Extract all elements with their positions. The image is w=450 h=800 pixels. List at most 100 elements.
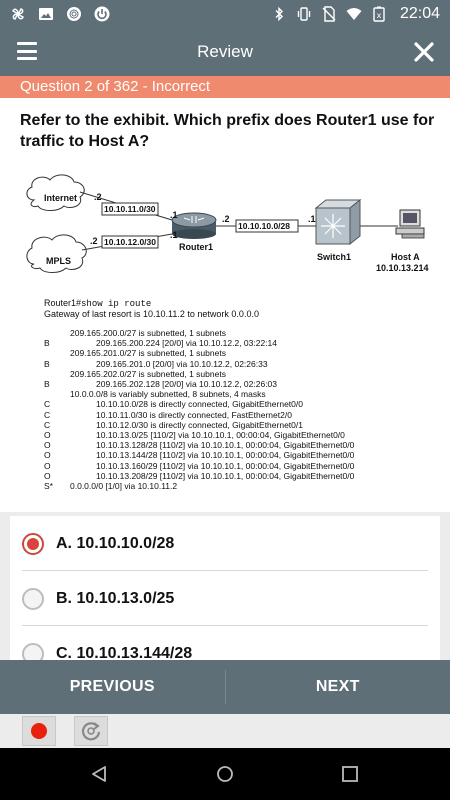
- cli-command: show ip route: [81, 299, 152, 309]
- cli-prompt: Router1#: [44, 298, 82, 308]
- record-button[interactable]: [22, 716, 56, 746]
- question-area: Refer to the exhibit. Which prefix does …: [0, 98, 450, 512]
- system-nav-bar: [0, 748, 450, 800]
- menu-icon-bar: [17, 57, 37, 60]
- route-text: 10.10.13.160/29 [110/2] via 10.10.10.1, …: [96, 460, 355, 471]
- answer-option-b[interactable]: B. 10.10.13.0/25: [10, 573, 440, 625]
- network-diagram: [26, 174, 425, 273]
- refresh-button[interactable]: [74, 716, 108, 746]
- host-ip-label: 10.10.13.214: [376, 263, 429, 273]
- route-text: 209.165.202.128 [20/0] via 10.10.12.2, 0…: [96, 379, 278, 389]
- cli-command-line: Router1#show ip route: [44, 298, 151, 310]
- battery-icon: x: [373, 6, 385, 22]
- recents-icon[interactable]: [340, 764, 360, 784]
- route-code: O: [44, 460, 51, 471]
- route-code: O: [44, 440, 51, 451]
- route-text: 209.165.201.0/27 is subnetted, 1 subnets: [70, 348, 226, 359]
- next-button[interactable]: NEXT: [315, 678, 360, 695]
- answer-option-c[interactable]: C. 10.10.13.144/28: [10, 628, 440, 660]
- answer-label: B. 10.10.13.0/25: [56, 590, 175, 607]
- question-status-banner: Question 2 of 362 - Incorrect: [0, 76, 450, 98]
- bottom-nav: PREVIOUS NEXT: [0, 660, 450, 714]
- record-icon: [31, 723, 47, 739]
- page-title: Review: [197, 42, 253, 61]
- lan-link-subnet: 10.10.10.0/28: [238, 221, 290, 231]
- router-lan-ip: .2: [222, 214, 230, 224]
- route-text: 10.10.10.0/28 is directly connected, Gig…: [96, 399, 303, 410]
- route-text: 10.10.13.208/29 [110/2] via 10.10.10.1, …: [96, 470, 355, 481]
- app-bar: Review: [0, 28, 450, 76]
- route-entry: 209.165.201.0/27 is subnetted, 1 subnets: [44, 348, 226, 358]
- route-entry: B 209.165.201.0 [20/0] via 10.10.12.2, 02…: [44, 359, 268, 369]
- route-entry: O 10.10.13.144/28 [110/2] via 10.10.10.1,…: [44, 450, 354, 460]
- route-text: 10.10.13.0/25 [110/2] via 10.10.10.1, 00…: [96, 430, 345, 440]
- nav-separator: [224, 670, 226, 704]
- answer-label: A. 10.10.10.0/28: [56, 535, 175, 552]
- refresh-icon: [81, 722, 101, 741]
- back-icon[interactable]: [90, 764, 110, 784]
- radio-unselected-icon[interactable]: [22, 588, 44, 610]
- route-code: S*: [44, 481, 53, 491]
- svg-text:x: x: [377, 11, 382, 20]
- internet-cloud: [26, 174, 85, 211]
- route-text: 10.10.12.0/30 is directly connected, Gig…: [96, 419, 303, 430]
- mpls-link-subnet: 10.10.12.0/30: [104, 237, 156, 247]
- home-icon[interactable]: [215, 764, 235, 784]
- vibrate-icon: [297, 7, 311, 21]
- status-right-icons: x 22:04: [271, 5, 440, 23]
- image-icon: [39, 8, 53, 20]
- route-code: O: [44, 450, 51, 461]
- route-entry: O 10.10.13.128/28 [110/2] via 10.10.10.1,…: [44, 440, 354, 450]
- answer-option-a[interactable]: A. 10.10.10.0/28: [10, 518, 440, 570]
- route-text: 209.165.200.0/27 is subnetted, 1 subnets: [70, 328, 226, 338]
- clock: 22:04: [399, 5, 440, 22]
- divider: [22, 625, 428, 626]
- no-sim-icon: [322, 6, 336, 22]
- route-entry: O 10.10.13.0/25 [110/2] via 10.10.10.1, 0…: [44, 430, 345, 440]
- pinwheel-icon: [12, 8, 24, 20]
- mpls-cloud: [26, 234, 87, 273]
- status-bar: x 22:04: [0, 0, 450, 28]
- route-text: 10.10.11.0/30 is directly connected, Fas…: [96, 409, 292, 420]
- menu-icon-bar: [17, 49, 37, 53]
- route-code: B: [44, 358, 50, 369]
- tool-strip: [0, 714, 450, 748]
- internet-label: Internet: [44, 193, 78, 203]
- radio-selected-icon[interactable]: [22, 533, 44, 555]
- route-entry: 209.165.202.0/27 is subnetted, 1 subnets: [44, 369, 226, 379]
- radio-unselected-icon[interactable]: [22, 643, 44, 660]
- answer-label: C. 10.10.13.144/28: [56, 645, 193, 660]
- router-internet-ip: .1: [170, 210, 178, 220]
- route-entry: S* 0.0.0.0/0 [1/0] via 10.10.11.2: [44, 481, 177, 491]
- route-text: 209.165.201.0 [20/0] via 10.10.12.2, 02:…: [96, 358, 268, 369]
- route-code: O: [44, 430, 51, 440]
- close-button[interactable]: [412, 40, 436, 64]
- route-text: 10.10.13.144/28 [110/2] via 10.10.10.1, …: [96, 450, 355, 461]
- switch-label: Switch1: [317, 252, 352, 262]
- route-text: 10.10.13.128/28 [110/2] via 10.10.10.1, …: [96, 440, 355, 451]
- route-entry: C 10.10.11.0/30 is directly connected, Fa…: [44, 410, 292, 420]
- route-code: C: [44, 399, 51, 410]
- mpls-peer-ip: .2: [90, 236, 98, 246]
- router-icon: [171, 212, 217, 239]
- wifi-icon: [346, 8, 362, 20]
- gateway-line: Gateway of last resort is 10.10.11.2 to …: [44, 309, 259, 319]
- route-entry: C 10.10.10.0/28 is directly connected, Gi…: [44, 399, 303, 409]
- route-text: 209.165.202.0/27 is subnetted, 1 subnets: [70, 368, 226, 379]
- menu-button[interactable]: [17, 42, 37, 60]
- route-text: 0.0.0.0/0 [1/0] via 10.10.11.2: [70, 481, 178, 491]
- route-code: C: [44, 409, 51, 420]
- switch-ip: .1: [308, 214, 316, 224]
- mpls-label: MPLS: [46, 256, 72, 266]
- menu-icon: [17, 42, 37, 45]
- route-entry: 209.165.200.0/27 is subnetted, 1 subnets: [44, 328, 226, 338]
- previous-button[interactable]: PREVIOUS: [69, 678, 155, 695]
- circle-app-icon: [67, 7, 81, 21]
- host-computer-icon: [395, 209, 425, 239]
- power-icon: [94, 6, 110, 22]
- route-text: 10.0.0.0/8 is variably subnetted, 8 subn…: [70, 389, 266, 400]
- exhibit: Internet MPLS Router1 Switch1 Host A 10.…: [20, 170, 431, 498]
